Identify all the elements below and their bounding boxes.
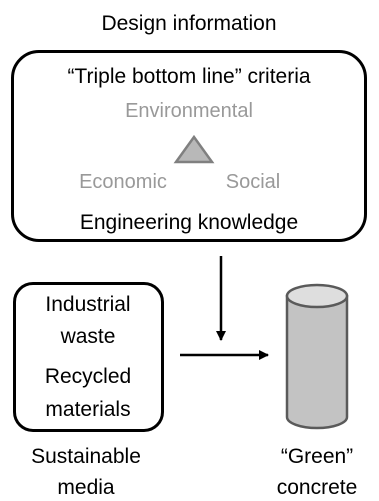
sustainable-media-box — [13, 282, 164, 432]
waste-label: waste — [60, 325, 116, 348]
cylinder-body — [285, 294, 349, 430]
triple-bottom-line-label: “Triple bottom line” criteria — [67, 65, 311, 88]
industrial-label: Industrial — [45, 293, 131, 316]
concrete-cylinder-icon — [285, 283, 349, 430]
cylinder-top — [285, 283, 349, 309]
sustainable-label: Sustainable — [31, 445, 141, 468]
engineering-knowledge-label: Engineering knowledge — [79, 211, 299, 234]
social-label: Social — [225, 171, 281, 193]
environmental-label: Environmental — [125, 100, 253, 122]
economic-label: Economic — [79, 171, 167, 193]
design-information-heading: Design information — [101, 12, 277, 35]
green-label: “Green” — [280, 445, 354, 468]
media-label: media — [57, 476, 115, 499]
triangle-icon — [173, 134, 215, 164]
materials-label: materials — [45, 398, 131, 421]
recycled-label: Recycled — [44, 365, 132, 388]
concrete-label: concrete — [276, 476, 358, 499]
